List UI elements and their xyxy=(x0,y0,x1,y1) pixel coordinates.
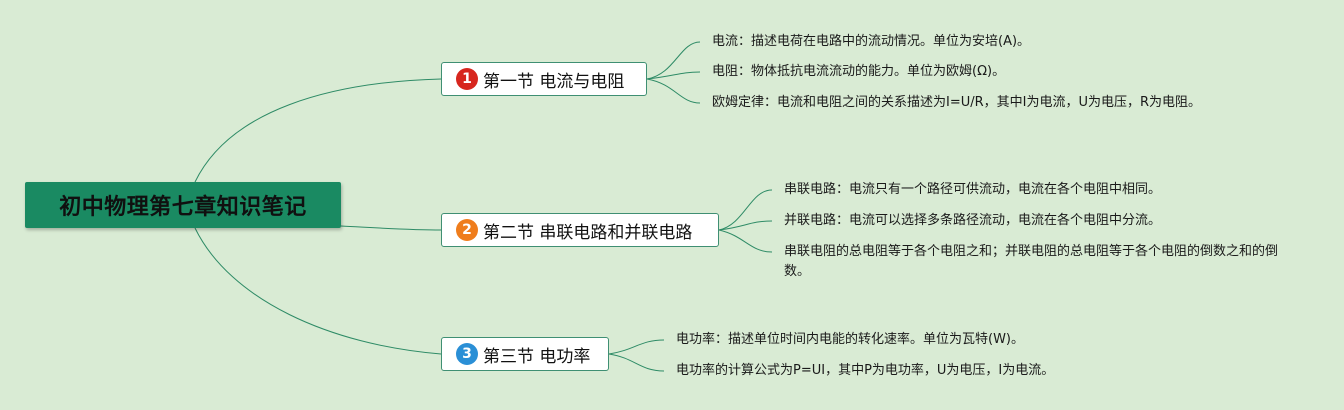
root-topic[interactable]: 初中物理第七章知识笔记 xyxy=(25,182,341,228)
note-series-circuit[interactable]: 串联电路：电流只有一个路径可供流动，电流在各个电阻中相同。 xyxy=(784,182,1162,197)
note-power-formula[interactable]: 电功率的计算公式为P=UI，其中P为电功率，U为电压，I为电流。 xyxy=(676,363,1055,378)
number-badge-1: 1 xyxy=(456,68,478,90)
connector-root-section-2 xyxy=(340,225,442,231)
connector-s1-n1 xyxy=(646,41,701,80)
connector-s3-n2 xyxy=(608,353,665,372)
section-2-node[interactable]: 2 第二节 串联电路和并联电路 xyxy=(441,213,719,247)
root-title: 初中物理第七章知识笔记 xyxy=(59,195,307,220)
connector-s2-n2 xyxy=(718,220,773,231)
number-badge-3: 3 xyxy=(456,343,478,365)
note-resistance[interactable]: 电阻：物体抵抗电流流动的能力。单位为欧姆(Ω)。 xyxy=(712,64,1006,79)
connector-s2-n3 xyxy=(718,229,773,253)
connector-s1-n3 xyxy=(646,78,701,104)
note-parallel-circuit[interactable]: 并联电路：电流可以选择多条路径流动，电流在各个电阻中分流。 xyxy=(784,213,1162,228)
section-2-title: 第二节 串联电路和并联电路 xyxy=(483,222,693,243)
connector-s3-n1 xyxy=(608,339,665,355)
note-ohms-law[interactable]: 欧姆定律：电流和电阻之间的关系描述为I=U/R，其中I为电流，U为电压，R为电阻… xyxy=(712,95,1202,110)
note-total-resistance[interactable]: 串联电阻的总电阻等于各个电阻之和；并联电阻的总电阻等于各个电阻的倒数之和的倒数。 xyxy=(784,244,1279,279)
connector-root-section-1 xyxy=(194,78,442,183)
section-3-title: 第三节 电功率 xyxy=(483,346,591,367)
connector-s1-n2 xyxy=(646,71,701,80)
section-1-title: 第一节 电流与电阻 xyxy=(483,71,625,92)
number-badge-2: 2 xyxy=(456,219,478,241)
section-1-node[interactable]: 1 第一节 电流与电阻 xyxy=(441,62,647,96)
note-current[interactable]: 电流：描述电荷在电路中的流动情况。单位为安培(A)。 xyxy=(712,34,1031,49)
connector-s2-n1 xyxy=(718,189,773,231)
note-electric-power[interactable]: 电功率：描述单位时间内电能的转化速率。单位为瓦特(W)。 xyxy=(676,332,1024,347)
connector-root-section-3 xyxy=(194,227,442,355)
section-3-node[interactable]: 3 第三节 电功率 xyxy=(441,337,609,371)
